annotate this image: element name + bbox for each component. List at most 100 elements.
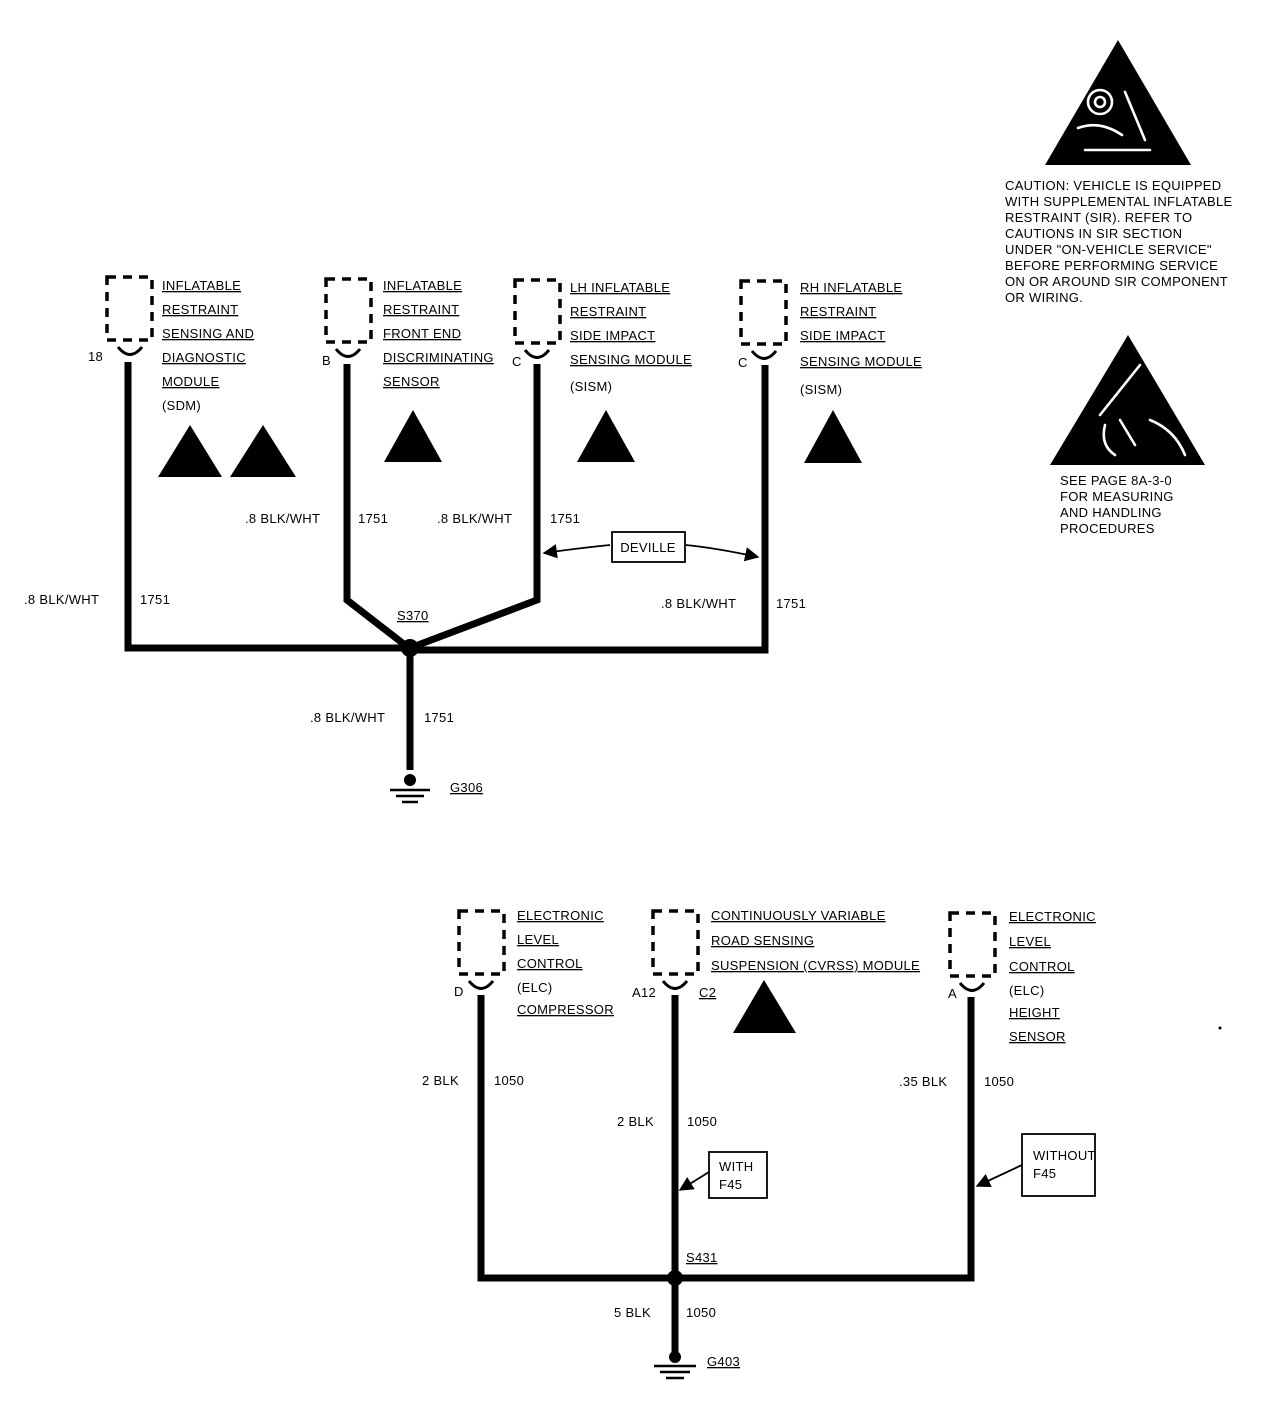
splice-s431-label: S431	[686, 1250, 718, 1265]
svg-text:SENSOR: SENSOR	[383, 374, 440, 389]
sir-icon-small	[577, 410, 635, 462]
component-rh-sism: C RH INFLATABLE RESTRAINT SIDE IMPACT SE…	[738, 279, 922, 397]
bottom-wires	[477, 995, 975, 1355]
svg-text:F45: F45	[1033, 1166, 1056, 1181]
splice-s431-dot	[667, 1270, 683, 1286]
ground-g306-icon	[390, 774, 430, 804]
svg-text:RH INFLATABLE: RH INFLATABLE	[800, 280, 902, 295]
svg-text:SEE PAGE 8A-3-0: SEE PAGE 8A-3-0	[1060, 473, 1172, 488]
svg-text:WITH SUPPLEMENTAL INFLATABLE: WITH SUPPLEMENTAL INFLATABLE	[1005, 194, 1233, 209]
sir-airbag-warning-icon	[1045, 40, 1191, 165]
sir-icon-small	[804, 410, 862, 463]
svg-text:HEIGHT: HEIGHT	[1009, 1005, 1060, 1020]
component-elc-compressor: D ELECTRONIC LEVEL CONTROL (ELC) COMPRES…	[454, 908, 614, 1017]
svg-text:C2: C2	[699, 985, 716, 1000]
svg-text:SENSING MODULE: SENSING MODULE	[570, 352, 692, 367]
svg-text:RESTRAINT: RESTRAINT	[800, 304, 876, 319]
wire-gauge-label: 5 BLK	[614, 1305, 651, 1320]
component-elc-height-sensor: A ELECTRONIC LEVEL CONTROL (ELC) HEIGHT …	[948, 909, 1096, 1044]
svg-text:INFLATABLE: INFLATABLE	[162, 278, 241, 293]
svg-text:LEVEL: LEVEL	[1009, 934, 1051, 949]
svg-text:(ELC): (ELC)	[1009, 983, 1044, 998]
wire-circuit-label: 1751	[140, 592, 170, 607]
svg-text:SIDE IMPACT: SIDE IMPACT	[570, 328, 655, 343]
svg-text:ROAD SENSING: ROAD SENSING	[711, 933, 814, 948]
svg-text:D: D	[454, 984, 464, 999]
svg-text:DEVILLE: DEVILLE	[620, 540, 676, 555]
svg-text:(SISM): (SISM)	[570, 379, 612, 394]
svg-text:(SDM): (SDM)	[162, 398, 201, 413]
esd-icon-small	[733, 980, 796, 1033]
component-sdm: 18 INFLATABLE RESTRAINT SENSING AND DIAG…	[88, 275, 254, 413]
option-with-f45: WITH F45	[678, 1151, 768, 1199]
wire-gauge-label: .8 BLK/WHT	[661, 596, 736, 611]
svg-text:(SISM): (SISM)	[800, 382, 842, 397]
wire-circuit-label: 1050	[494, 1073, 524, 1088]
wire-circuit-label: 1050	[984, 1074, 1014, 1089]
svg-text:CONTINUOUSLY VARIABLE: CONTINUOUSLY VARIABLE	[711, 908, 886, 923]
wire-gauge-label: .8 BLK/WHT	[437, 511, 512, 526]
wire-gauge-label: .35 BLK	[899, 1074, 947, 1089]
svg-text:18: 18	[88, 349, 103, 364]
wire-circuit-label: 1751	[776, 596, 806, 611]
svg-text:RESTRAINT: RESTRAINT	[570, 304, 646, 319]
svg-text:F45: F45	[719, 1177, 742, 1192]
ground-g403-icon	[654, 1351, 696, 1380]
ground-g306-label: G306	[450, 780, 483, 795]
svg-text:WITH: WITH	[719, 1159, 753, 1174]
svg-text:(ELC): (ELC)	[517, 980, 552, 995]
esd-text: SEE PAGE 8A-3-0 FOR MEASURING AND HANDLI…	[1060, 473, 1174, 536]
svg-text:UNDER "ON-VEHICLE SERVICE": UNDER "ON-VEHICLE SERVICE"	[1005, 242, 1212, 257]
svg-text:SIDE IMPACT: SIDE IMPACT	[800, 328, 885, 343]
component-cvrss-module: A12 C2 CONTINUOUSLY VARIABLE ROAD SENSIN…	[632, 908, 920, 1000]
svg-text:SUSPENSION (CVRSS) MODULE: SUSPENSION (CVRSS) MODULE	[711, 958, 920, 973]
svg-text:FOR MEASURING: FOR MEASURING	[1060, 489, 1174, 504]
wire-circuit-label: 1751	[358, 511, 388, 526]
svg-text:PROCEDURES: PROCEDURES	[1060, 521, 1155, 536]
svg-text:LH INFLATABLE: LH INFLATABLE	[570, 280, 670, 295]
svg-text:CAUTION: VEHICLE IS EQUIPPED: CAUTION: VEHICLE IS EQUIPPED	[1005, 178, 1221, 193]
wire-gauge-label: 2 BLK	[422, 1073, 459, 1088]
svg-text:AND HANDLING: AND HANDLING	[1060, 505, 1162, 520]
wire-gauge-label: 2 BLK	[617, 1114, 654, 1129]
component-lh-sism: C LH INFLATABLE RESTRAINT SIDE IMPACT SE…	[512, 278, 692, 394]
stray-dot	[1218, 1026, 1222, 1030]
svg-text:LEVEL: LEVEL	[517, 932, 559, 947]
svg-text:FRONT END: FRONT END	[383, 326, 461, 341]
svg-text:CONTROL: CONTROL	[1009, 959, 1075, 974]
svg-text:RESTRAINT (SIR). REFER TO: RESTRAINT (SIR). REFER TO	[1005, 210, 1192, 225]
svg-text:C: C	[512, 354, 522, 369]
wire-gauge-label: .8 BLK/WHT	[310, 710, 385, 725]
svg-text:A12: A12	[632, 985, 656, 1000]
svg-text:ELECTRONIC: ELECTRONIC	[517, 908, 604, 923]
svg-text:BEFORE PERFORMING SERVICE: BEFORE PERFORMING SERVICE	[1005, 258, 1218, 273]
caution-text: CAUTION: VEHICLE IS EQUIPPED WITH SUPPLE…	[1005, 178, 1233, 305]
wire-gauge-label: .8 BLK/WHT	[245, 511, 320, 526]
wire-circuit-label: 1050	[686, 1305, 716, 1320]
splice-s370-label: S370	[397, 608, 429, 623]
svg-text:SENSOR: SENSOR	[1009, 1029, 1066, 1044]
sir-icon-small	[230, 425, 296, 477]
svg-text:COMPRESSOR: COMPRESSOR	[517, 1002, 614, 1017]
svg-text:MODULE: MODULE	[162, 374, 219, 389]
svg-text:DIAGNOSTIC: DIAGNOSTIC	[162, 350, 246, 365]
svg-text:ON OR AROUND SIR COMPONENT: ON OR AROUND SIR COMPONENT	[1005, 274, 1228, 289]
top-wires	[124, 362, 769, 770]
svg-text:SENSING MODULE: SENSING MODULE	[800, 354, 922, 369]
svg-text:C: C	[738, 355, 748, 370]
wire-circuit-label: 1751	[424, 710, 454, 725]
svg-text:OR WIRING.: OR WIRING.	[1005, 290, 1083, 305]
wire-circuit-label: 1050	[687, 1114, 717, 1129]
svg-text:RESTRAINT: RESTRAINT	[383, 302, 459, 317]
sir-icon-small	[384, 410, 442, 462]
component-front-end-sensor: B INFLATABLE RESTRAINT FRONT END DISCRIM…	[322, 277, 494, 389]
svg-text:SENSING AND: SENSING AND	[162, 326, 254, 341]
esd-icon-small	[158, 425, 222, 477]
ground-g403-label: G403	[707, 1354, 740, 1369]
svg-text:WITHOUT: WITHOUT	[1033, 1148, 1096, 1163]
svg-text:RESTRAINT: RESTRAINT	[162, 302, 238, 317]
svg-text:ELECTRONIC: ELECTRONIC	[1009, 909, 1096, 924]
wire-circuit-label: 1751	[550, 511, 580, 526]
wire-gauge-label: .8 BLK/WHT	[24, 592, 99, 607]
